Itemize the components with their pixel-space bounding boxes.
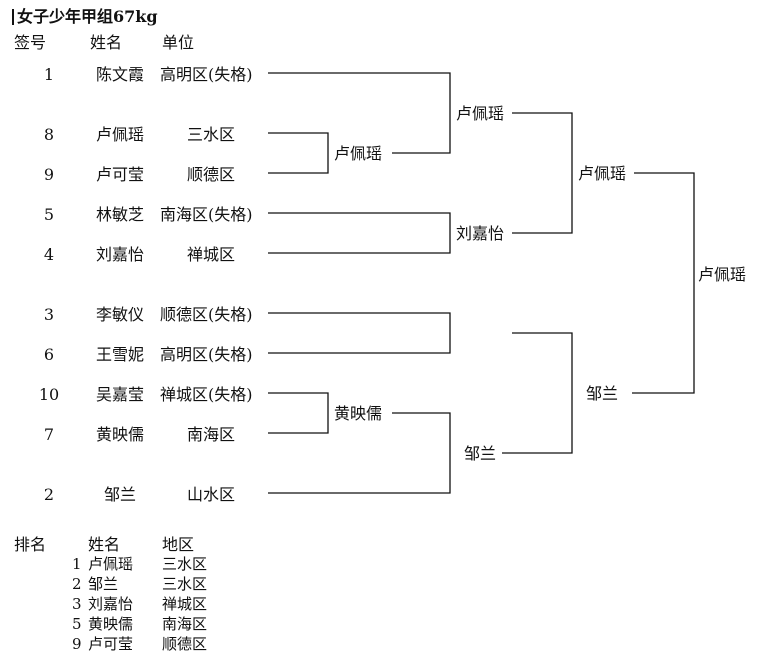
winner-r3-a: 卢佩瑶 xyxy=(578,164,627,183)
entry-name: 黄映儒 xyxy=(96,425,145,444)
entry-name: 王雪妮 xyxy=(96,345,145,364)
entry-name: 吴嘉莹 xyxy=(96,385,145,404)
ranking-header-rank: 排名 xyxy=(14,535,47,554)
entry-seed: 3 xyxy=(43,305,55,324)
winner-r1-a: 卢佩瑶 xyxy=(334,144,383,163)
header-seed: 签号 xyxy=(14,33,47,52)
entry-seed: 8 xyxy=(43,125,55,144)
entry-name: 陈文霞 xyxy=(96,65,145,84)
ranking-rank: 5 xyxy=(72,615,82,633)
entry-seed: 2 xyxy=(43,485,55,504)
ranking-name: 邹兰 xyxy=(88,575,119,593)
entry-seed: 10 xyxy=(38,385,60,404)
entry-unit: 高明区(失格) xyxy=(160,65,253,84)
entry-unit: 三水区 xyxy=(187,125,236,144)
ranking-name: 刘嘉怡 xyxy=(88,595,134,613)
entry-name: 刘嘉怡 xyxy=(96,245,145,264)
winner-r3-b: 邹兰 xyxy=(586,384,619,403)
winner-r1-b: 黄映儒 xyxy=(334,404,383,423)
ranking-header-name: 姓名 xyxy=(88,535,121,554)
ranking-rank: 3 xyxy=(72,595,82,613)
champion-label: 卢佩瑶 xyxy=(698,265,747,284)
ranking-rank: 1 xyxy=(72,555,82,573)
entry-unit: 南海区(失格) xyxy=(160,205,253,224)
ranking-rank: 9 xyxy=(72,635,82,653)
entry-seed: 9 xyxy=(43,165,55,184)
entry-unit: 顺德区(失格) xyxy=(160,305,253,324)
bracket-title: 女子少年甲组67kg xyxy=(12,9,158,25)
entry-seed: 7 xyxy=(43,425,55,444)
entry-name: 卢佩瑶 xyxy=(96,125,145,144)
entry-seed: 4 xyxy=(43,245,55,264)
winner-r2-a: 卢佩瑶 xyxy=(456,104,505,123)
ranking-region: 禅城区 xyxy=(162,595,208,613)
entry-unit: 禅城区 xyxy=(187,245,236,264)
ranking-region: 顺德区 xyxy=(162,635,208,653)
header-unit: 单位 xyxy=(162,33,195,52)
entry-name: 邹兰 xyxy=(104,485,137,504)
winner-r2-d: 邹兰 xyxy=(464,444,497,463)
header-name: 姓名 xyxy=(90,33,123,52)
entry-name: 卢可莹 xyxy=(96,165,145,184)
ranking-name: 卢佩瑶 xyxy=(88,555,134,573)
entry-seed: 5 xyxy=(43,205,55,224)
ranking-name: 卢可莹 xyxy=(88,635,134,653)
ranking-name: 黄映儒 xyxy=(88,615,134,633)
entry-name: 李敏仪 xyxy=(96,305,145,324)
entry-name: 林敏芝 xyxy=(96,205,145,224)
ranking-region: 三水区 xyxy=(162,555,208,573)
ranking-region: 三水区 xyxy=(162,575,208,593)
ranking-header-region: 地区 xyxy=(162,535,195,554)
entry-unit: 南海区 xyxy=(187,425,236,444)
entry-unit: 山水区 xyxy=(187,485,236,504)
entry-seed: 6 xyxy=(43,345,55,364)
ranking-rank: 2 xyxy=(72,575,82,593)
entry-unit: 高明区(失格) xyxy=(160,345,253,364)
entry-unit: 禅城区(失格) xyxy=(160,385,253,404)
winner-r2-b: 刘嘉怡 xyxy=(456,224,505,243)
entry-seed: 1 xyxy=(43,65,55,84)
entry-unit: 顺德区 xyxy=(187,165,236,184)
ranking-region: 南海区 xyxy=(162,615,208,633)
